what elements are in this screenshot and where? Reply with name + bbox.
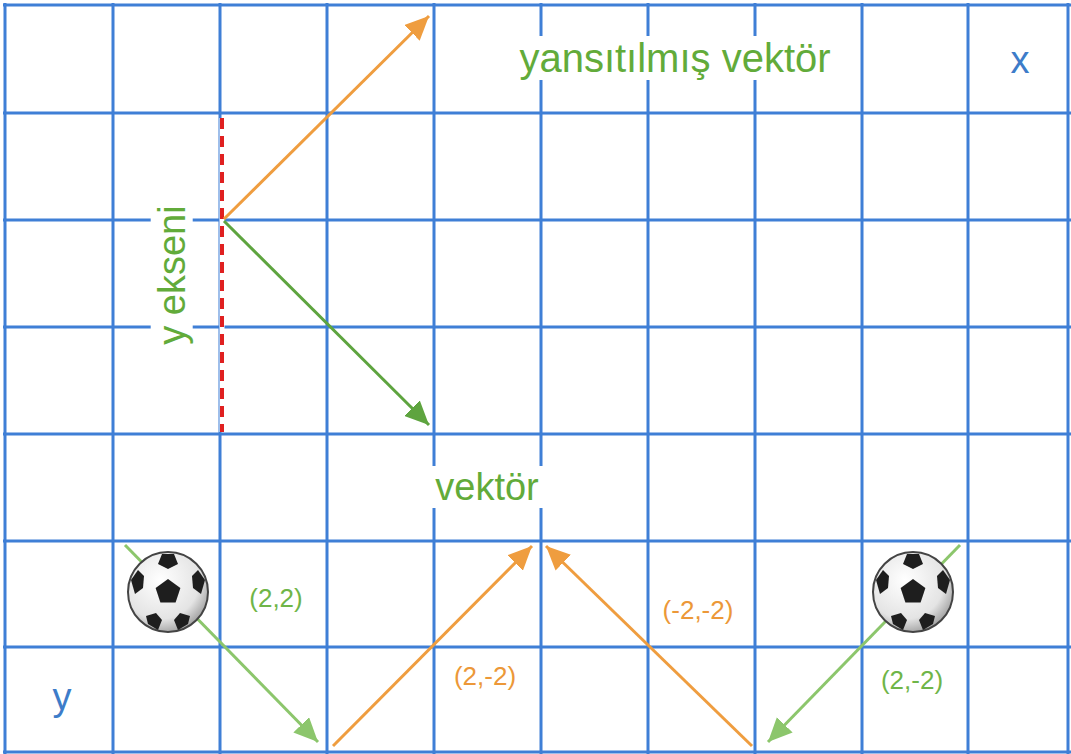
coordinate-label: (2,-2) bbox=[449, 661, 521, 691]
soccer-ball bbox=[128, 552, 208, 632]
grid bbox=[3, 3, 1071, 754]
bounce-arrow bbox=[546, 546, 752, 746]
axis-label: x bbox=[1006, 39, 1035, 81]
ball-path-arrow bbox=[768, 545, 960, 742]
y-axis-mirror bbox=[222, 118, 223, 432]
vector-arrow bbox=[224, 221, 429, 425]
coordinate-label: (-2,-2) bbox=[658, 595, 739, 625]
title-label: yansıtılmış vektör bbox=[514, 36, 835, 80]
ball-path-arrow bbox=[125, 545, 318, 742]
vector-label: vektör bbox=[430, 466, 543, 508]
vector-arrows bbox=[125, 16, 960, 746]
axis-label: y ekseni bbox=[151, 200, 193, 349]
reflected-vector-arrow bbox=[224, 16, 429, 219]
soccer-ball bbox=[873, 552, 953, 632]
bounce-arrow bbox=[333, 546, 532, 746]
coordinate-label: (2,2) bbox=[244, 583, 307, 613]
axis-label: y bbox=[48, 676, 77, 718]
coordinate-label: (2,-2) bbox=[876, 665, 948, 695]
